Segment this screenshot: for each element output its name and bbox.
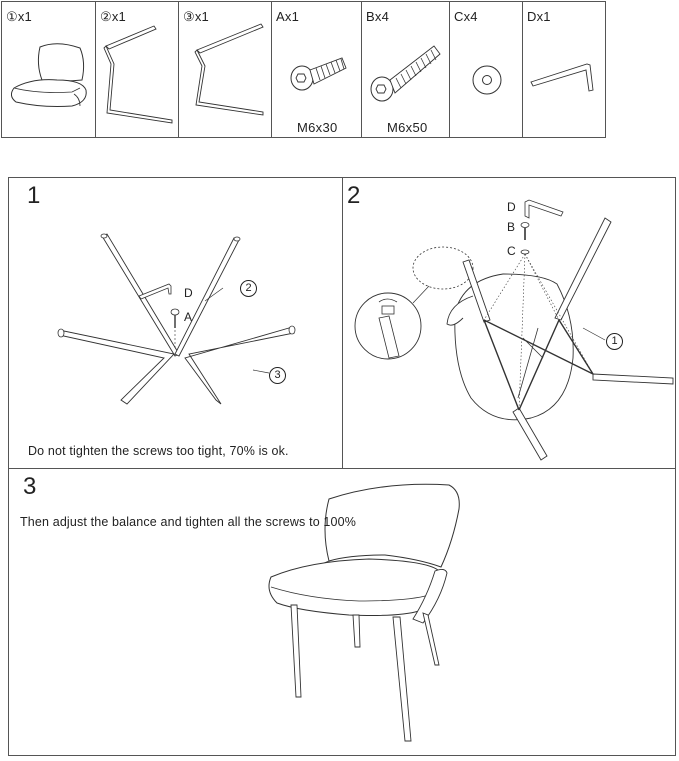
part-leg-frame-2-cell: ②x1 <box>96 2 179 137</box>
step-3-panel: 3 Then adjust the balance and tighten al… <box>9 469 675 755</box>
step-number: 1 <box>27 182 41 209</box>
step-number: 3 <box>23 473 37 500</box>
callout-hex-key-d: D <box>184 286 193 300</box>
seat-illustration <box>10 43 87 107</box>
part-label: Dx1 <box>527 9 551 24</box>
horizontal-divider <box>9 468 675 469</box>
callout-screw-a: A <box>184 310 193 324</box>
part-leg-frame-3-cell: ③x1 <box>179 2 272 137</box>
callout-part-2: 2 <box>240 280 257 297</box>
leg-frame-2-illustration <box>103 25 173 124</box>
step-number: 2 <box>347 182 361 209</box>
callout-washer-c: C <box>507 244 516 258</box>
assembly-steps-frame: 1 D A 2 3 Do not <box>8 177 676 756</box>
step-2-attach-legs-to-seat-illustration <box>354 199 674 461</box>
screw-m6x50-illustration <box>370 45 441 102</box>
step-1-note: Do not tighten the screws too tight, 70%… <box>28 444 289 458</box>
part-size-label: M6x50 <box>387 120 428 135</box>
step-3-assembled-chair-illustration <box>268 483 460 742</box>
part-label: Ax1 <box>276 9 300 24</box>
part-seat-cell: ①x1 <box>2 2 96 137</box>
step-1-leg-assembly-illustration <box>57 233 296 405</box>
part-label: ①x1 <box>6 9 32 24</box>
callout-part-3: 3 <box>269 367 286 384</box>
callout-screw-b: B <box>507 220 516 234</box>
part-label: Bx4 <box>366 9 390 24</box>
step-2-panel: 2 <box>343 178 675 468</box>
hex-key-illustration <box>530 63 594 92</box>
vertical-divider <box>342 178 343 468</box>
part-label: ②x1 <box>100 9 126 24</box>
callout-hex-key-d: D <box>507 200 516 214</box>
part-washer-c-cell: Cx4 <box>450 2 523 137</box>
washer-illustration <box>472 65 502 95</box>
step-1-panel: 1 D A 2 3 Do not <box>9 178 342 468</box>
callout-part-1: 1 <box>606 333 623 350</box>
part-hex-key-d-cell: Dx1 <box>523 2 606 137</box>
part-screw-b-cell: Bx4 M6x50 <box>362 2 450 137</box>
part-label: ③x1 <box>183 9 209 24</box>
part-size-label: M6x30 <box>297 120 338 135</box>
part-screw-a-cell: Ax1 M6x30 <box>272 2 362 137</box>
screw-m6x30-illustration <box>290 57 347 91</box>
parts-list-table: ①x1 ②x1 ③x1 Ax1 <box>1 1 606 138</box>
leg-frame-3-illustration <box>194 23 264 116</box>
part-label: Cx4 <box>454 9 478 24</box>
step-3-note: Then adjust the balance and tighten all … <box>20 515 356 529</box>
